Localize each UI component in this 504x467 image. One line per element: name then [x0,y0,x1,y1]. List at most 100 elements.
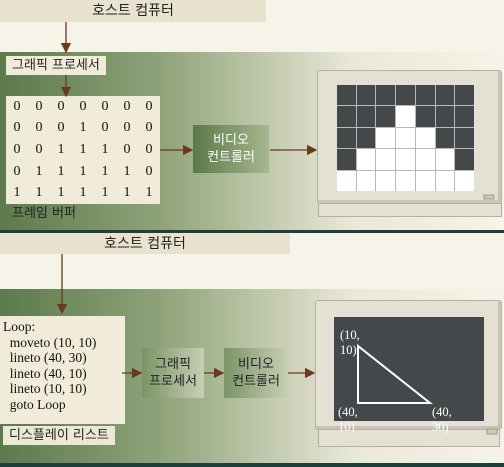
frame-buffer-cell: 0 [145,163,153,179]
frame-buffer-cell: 0 [123,141,131,157]
frame-buffer-cell: 1 [35,163,43,179]
screen-pixel [455,149,474,170]
frame-buffer-cell: 0 [123,120,131,136]
screen-pixel [337,106,356,127]
coord-label-p1: (10, 10) [340,328,360,357]
frame-buffer-cell: 0 [13,163,21,179]
frame-buffer-cell: 1 [101,163,109,179]
screen-pixel [435,85,455,106]
screen-pixel [337,85,356,106]
screen-pixel [356,127,376,149]
panel-divider [0,230,504,233]
monitor-button-2 [486,428,498,435]
frame-buffer-cell: 0 [57,98,65,114]
video-controller-line1: 비디오 [213,133,249,148]
screen-pixel [356,149,376,170]
frame-buffer-cell: 0 [13,120,21,136]
frame-buffer-cell: 1 [35,185,43,201]
screen-pixel [415,170,435,191]
frame-buffer-cell: 1 [145,185,153,201]
frame-buffer-cell: 0 [35,120,43,136]
frame-buffer-cell: 1 [57,141,65,157]
frame-buffer-cell: 0 [145,141,153,157]
video-controller-line2: 컨트롤러 [207,150,255,165]
screen-pixel [455,106,474,127]
screen-pixel [396,170,415,191]
host-computer-box: 호스트 컴퓨터 [0,0,266,22]
program-line: goto Loop [3,396,66,412]
video-controller-box: 비디오 컨트롤러 [193,125,269,173]
host-computer-box-2: 호스트 컴퓨터 [0,233,290,254]
graphics-processor-label: 그래픽 프로세서 [6,56,106,75]
program-line: lineto (40, 30) [3,350,87,366]
top-arrows [60,22,495,200]
screen-pixel [455,127,474,149]
screen-pixel [376,106,396,127]
vector-display-panel: 호스트 컴퓨터 Loop: moveto (10, 10) lineto (40… [0,233,504,463]
video-controller-box-2: 비디오 컨트롤러 [224,348,288,398]
video-controller-2-line2: 컨트롤러 [232,374,280,389]
vector-triangle [357,343,433,404]
frame-buffer-cell: 1 [57,185,65,201]
frame-buffer-cell: 1 [57,163,65,179]
screen-pixel [455,170,474,191]
monitor-base-2 [318,429,500,447]
screen-pixel [376,170,396,191]
screen-pixel [415,106,435,127]
frame-buffer-cell: 1 [79,163,87,179]
bottom-arrows [56,254,498,435]
frame-buffer-cell: 0 [57,120,65,136]
screen-pixel [435,106,455,127]
screen-pixel [337,127,356,149]
frame-buffer-cell: 1 [101,185,109,201]
screen-pixel [396,149,415,170]
screen-pixel [455,85,474,106]
screen-pixel [376,127,396,149]
screen-pixel [356,170,376,191]
frame-buffer-cell: 1 [79,185,87,201]
display-list-label: 디스플레이 리스트 [3,426,115,445]
bottom-border [0,463,504,467]
screen-pixel [337,149,356,170]
frame-buffer-cell: 0 [13,98,21,114]
program-line: lineto (40, 10) [3,365,87,381]
monitor-base [318,203,502,217]
program-line: Loop: [3,319,36,334]
frame-buffer-cell: 0 [13,141,21,157]
screen-pixel [376,149,396,170]
frame-buffer-cell: 1 [13,185,21,201]
screen-pixel [415,149,435,170]
frame-buffer-cell: 0 [145,98,153,114]
frame-buffer-cell: 1 [79,120,87,136]
screen-pixel [356,85,376,106]
screen-pixel [435,170,455,191]
frame-buffer-cell: 0 [35,141,43,157]
graphics-processor-line2: 프로세서 [149,374,197,389]
screen-pixel [337,170,356,191]
display-list-program: Loop: moveto (10, 10) lineto (40, 30) li… [0,316,125,424]
frame-buffer-cell: 1 [123,185,131,201]
screen-pixel [396,106,415,127]
screen-pixel [435,149,455,170]
frame-buffer-cell: 0 [123,98,131,114]
frame-buffer-cell: 0 [101,98,109,114]
graphics-processor-box: 그래픽 프로세서 [142,348,204,398]
frame-buffer-cell: 0 [145,120,153,136]
frame-buffer-cell: 1 [101,141,109,157]
screen-pixel [396,127,415,149]
screen-pixel [415,85,435,106]
program-line: moveto (10, 10) [3,334,97,350]
screen-pixel-grid [337,85,474,191]
graphics-processor-line1: 그래픽 [155,357,191,372]
frame-buffer-cell: 0 [101,120,109,136]
screen-pixel [376,85,396,106]
screen-pixel [396,85,415,106]
monitor-button [483,194,495,200]
video-controller-2-line1: 비디오 [238,357,274,372]
program-line: lineto (10, 10) [3,381,87,397]
screen-pixel [356,106,376,127]
screen-pixel [435,127,455,149]
coord-label-p3: (40, 30) [432,405,452,434]
